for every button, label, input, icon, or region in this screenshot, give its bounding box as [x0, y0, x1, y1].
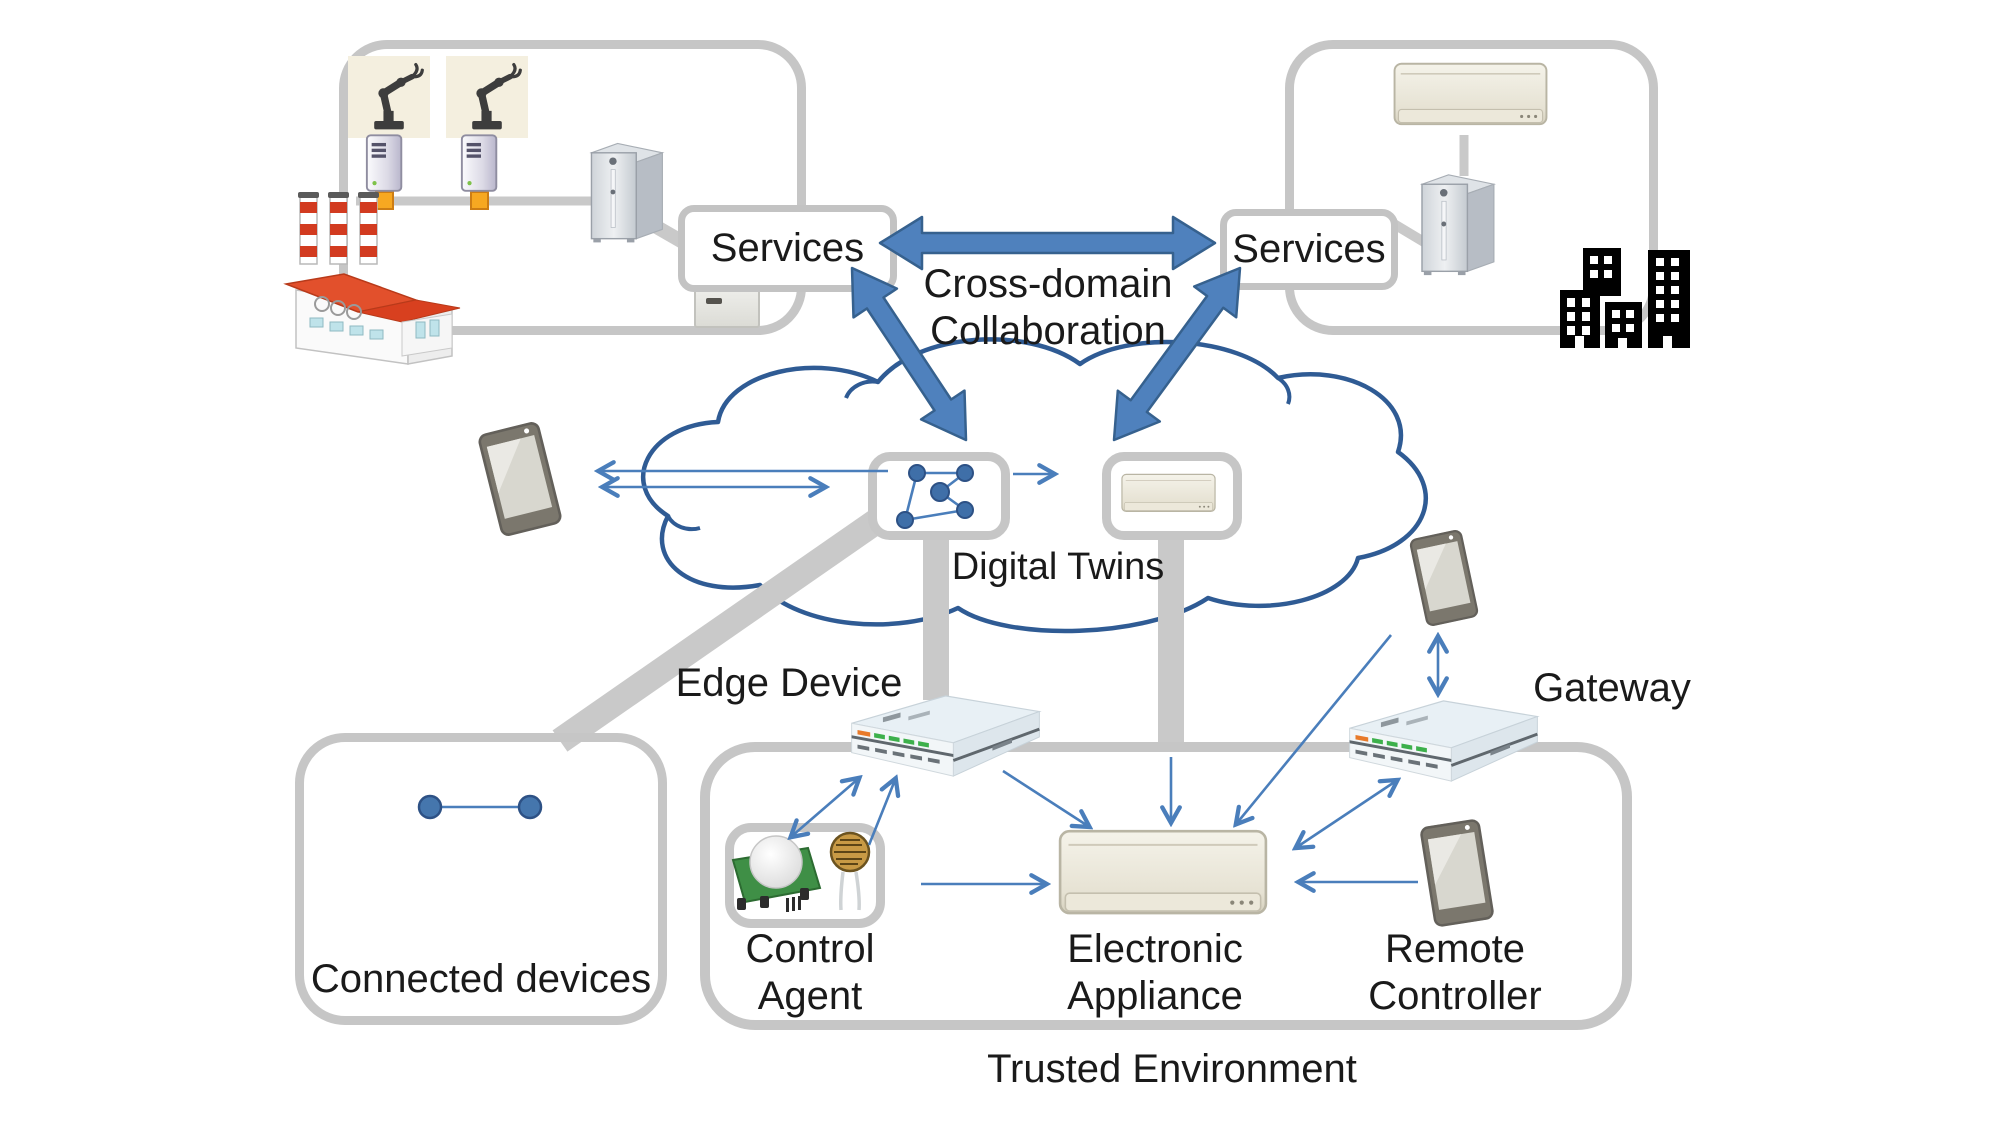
edge-device-label: Edge Device — [675, 661, 903, 705]
network-hub-connector — [470, 191, 489, 210]
connected-devices-box — [295, 733, 667, 1025]
services-box-right: Services — [1220, 209, 1398, 290]
building-domain-box — [1285, 40, 1658, 335]
gateway-label: Gateway — [1533, 666, 1691, 710]
remote-controller-label: Remote Controller — [1368, 927, 1542, 1018]
services-server-link-right — [1391, 219, 1427, 247]
services-right-label: Services — [1232, 227, 1386, 271]
device-link-icon — [417, 794, 543, 820]
sensor-to-edge-arrow — [867, 780, 895, 846]
services-left-label: Services — [710, 226, 865, 270]
factory-domain-box — [339, 40, 806, 335]
services-left-to-twin-arrow — [850, 266, 968, 442]
network-graph-icon — [896, 464, 974, 529]
digital-twins-label: Digital Twins — [951, 546, 1165, 588]
cross-domain-collaboration-label: Cross-domain Collaboration — [923, 262, 1173, 353]
gateway-appliance-arrow — [1297, 781, 1396, 847]
control-agent-label: Control Agent — [745, 927, 875, 1018]
phone-to-appliance-arrow — [1237, 634, 1393, 823]
stem-graph-to-connected-devices — [552, 505, 892, 752]
cross-domain-horizontal-arrow — [878, 215, 1217, 271]
pir-sensor-icon — [731, 835, 822, 912]
electronic-appliance-label: Electronic Appliance — [1067, 927, 1243, 1018]
trusted-environment-label: Trusted Environment — [987, 1047, 1357, 1091]
factory-icon — [283, 192, 461, 365]
city-buildings-icon — [1560, 248, 1690, 348]
photoresistor-icon — [829, 831, 871, 911]
edge-control-agent-arrow — [792, 779, 858, 836]
connected-devices-label: Connected devices — [310, 957, 652, 1001]
services-right-to-twin-arrow — [1112, 266, 1242, 442]
edge-to-appliance-arrow — [1002, 769, 1088, 826]
trusted-environment-box — [700, 742, 1632, 1030]
